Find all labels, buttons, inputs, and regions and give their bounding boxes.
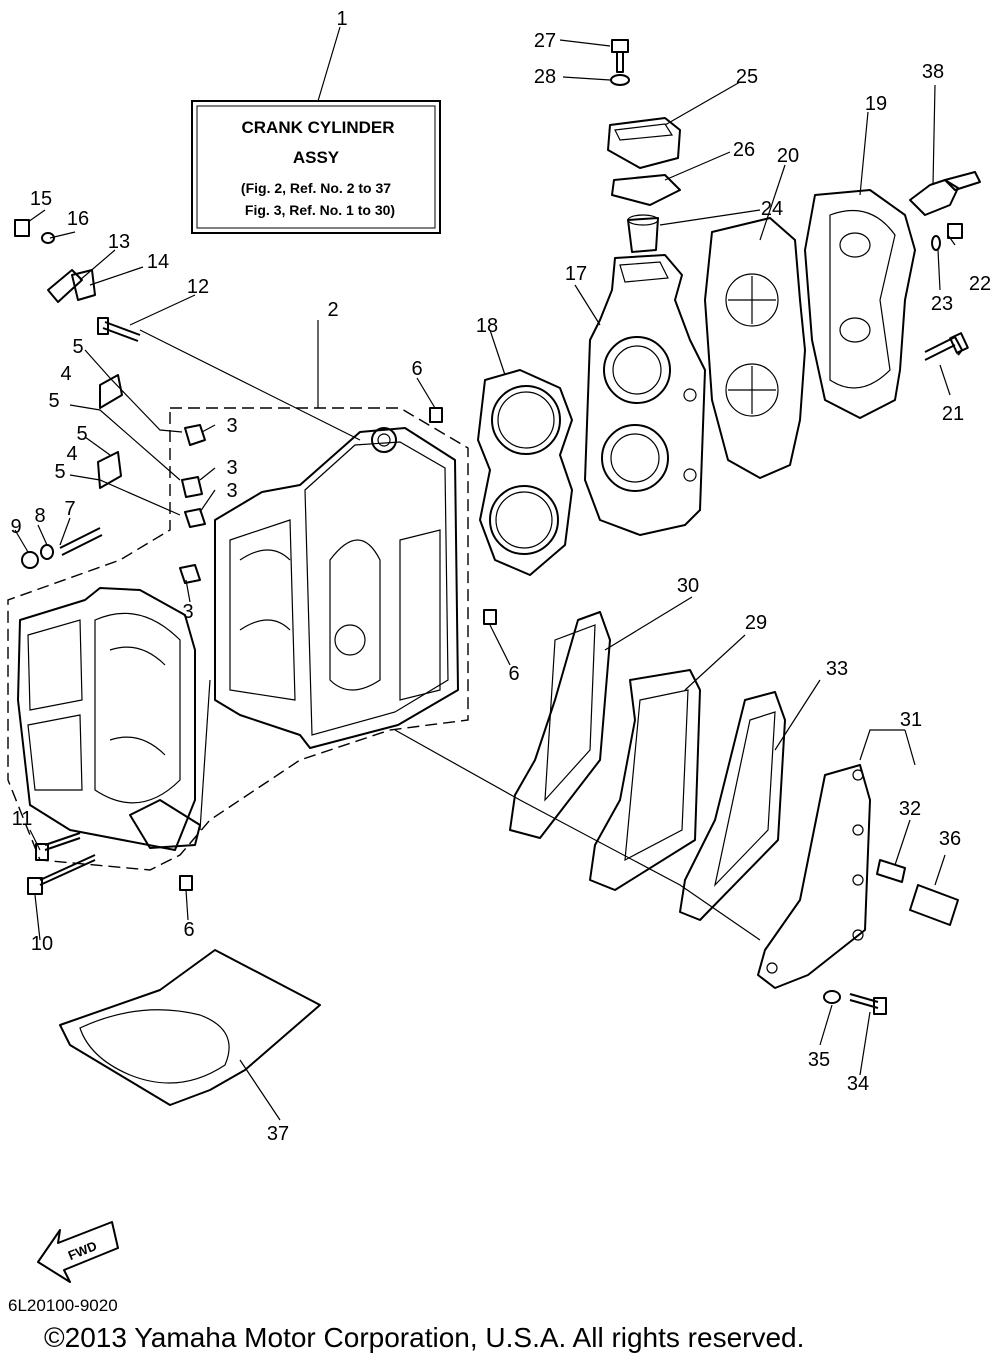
- cylinder-head-cover-part: [804, 189, 916, 419]
- callout-label: 4: [60, 363, 71, 385]
- callout-label: 32: [899, 798, 921, 820]
- assembly-boundary-dashed: [7, 407, 469, 871]
- callout-label: 10: [31, 933, 53, 955]
- head-bolt-part: [924, 332, 969, 361]
- temperature-switch-part: [909, 171, 981, 216]
- callout-label: 33: [826, 658, 848, 680]
- callout-label: 11: [12, 808, 33, 830]
- callout-label: 5: [54, 461, 65, 483]
- cylinder-head-gasket-part: [477, 369, 573, 576]
- exhaust-outer-gasket-part: [679, 691, 786, 921]
- assembly-subtitle: ASSY: [293, 148, 340, 167]
- assembly-reference-2: Fig. 3, Ref. No. 1 to 30): [245, 202, 395, 218]
- fwd-label: FWD: [66, 1238, 99, 1263]
- callout-label: 3: [226, 457, 237, 479]
- thermostat-gasket-part: [611, 174, 681, 206]
- assembly-reference-1: (Fig. 2, Ref. No. 2 to 37: [241, 180, 391, 196]
- callout-label: 36: [939, 828, 961, 850]
- callout-label: 26: [733, 139, 755, 161]
- callout-label: 9: [10, 516, 21, 538]
- callout-label: 13: [108, 231, 130, 253]
- callout-label: 30: [677, 575, 699, 597]
- copyright-notice: ©2013 Yamaha Motor Corporation, U.S.A. A…: [44, 1322, 805, 1353]
- callout-label: 20: [777, 145, 799, 167]
- callout-label: 38: [922, 61, 944, 83]
- callout-label: 6: [183, 919, 194, 941]
- callout-label: 5: [72, 336, 83, 358]
- assembly-label-box: CRANK CYLINDER ASSY (Fig. 2, Ref. No. 2 …: [191, 100, 441, 234]
- callout-label: 29: [745, 612, 767, 634]
- thermostat-cover-part: [607, 117, 681, 169]
- assembly-title: CRANK CYLINDER: [242, 118, 395, 137]
- callout-labels: 1 2 3 3 3 3 4 4 5 5 5 5 6 6 6 7 8 9 10 1…: [10, 8, 991, 1145]
- crankcase-part: [214, 427, 459, 749]
- callout-label: 24: [761, 198, 783, 220]
- callout-label: 5: [48, 390, 59, 412]
- exhaust-inner-gasket-part: [509, 611, 611, 839]
- callout-label: 7: [64, 498, 75, 520]
- callout-label: 34: [847, 1073, 869, 1095]
- forward-direction-arrow: FWD: [37, 1221, 119, 1283]
- callout-label: 4: [66, 443, 77, 465]
- callout-label: 12: [187, 276, 209, 298]
- callout-label: 27: [534, 30, 556, 52]
- callout-label: 31: [900, 709, 922, 731]
- callout-label: 23: [931, 293, 953, 315]
- document-code: 6L20100-9020: [8, 1296, 118, 1315]
- bolt-22-part: [947, 223, 963, 239]
- leader-lines: [14, 26, 956, 1121]
- callout-label: 5: [76, 423, 87, 445]
- washer-23-part: [931, 235, 941, 251]
- callout-label: 6: [411, 358, 422, 380]
- exhaust-cover-washer-part: [823, 990, 841, 1004]
- callout-label: 22: [969, 273, 991, 295]
- callout-label: 28: [534, 66, 556, 88]
- cylinder-block-part: [584, 254, 706, 536]
- callout-label: 19: [865, 93, 887, 115]
- callout-label: 3: [226, 415, 237, 437]
- callout-label: 3: [226, 480, 237, 502]
- exhaust-inner-plate-part: [589, 669, 701, 891]
- callout-label: 21: [942, 403, 964, 425]
- exhaust-cover-bolt-part: [849, 993, 887, 1015]
- callout-label: 17: [565, 263, 587, 285]
- thermostat-part: [627, 214, 659, 253]
- callout-label: 16: [67, 208, 89, 230]
- callout-label: 2: [327, 299, 338, 321]
- anode-holder-part: [909, 884, 959, 926]
- crankcase-lower-gasket-part: [59, 949, 321, 1106]
- head-gasket-plate-part: [704, 217, 806, 479]
- callout-label: 35: [808, 1049, 830, 1071]
- callout-label: 8: [34, 505, 45, 527]
- crankcase-lower-part: [17, 587, 201, 851]
- callout-label: 25: [736, 66, 758, 88]
- callout-label: 3: [182, 601, 193, 623]
- small-hardware-parts: [14, 219, 497, 895]
- callout-label: 18: [476, 315, 498, 337]
- callout-label: 14: [147, 251, 169, 273]
- anode-part: [876, 859, 906, 883]
- callout-label: 15: [30, 188, 52, 210]
- callout-label: 1: [336, 8, 347, 30]
- callout-label: 37: [267, 1123, 289, 1145]
- thermostat-bolt-part: [610, 39, 630, 86]
- callout-label: 6: [508, 663, 519, 685]
- exhaust-cover-part: [757, 764, 871, 989]
